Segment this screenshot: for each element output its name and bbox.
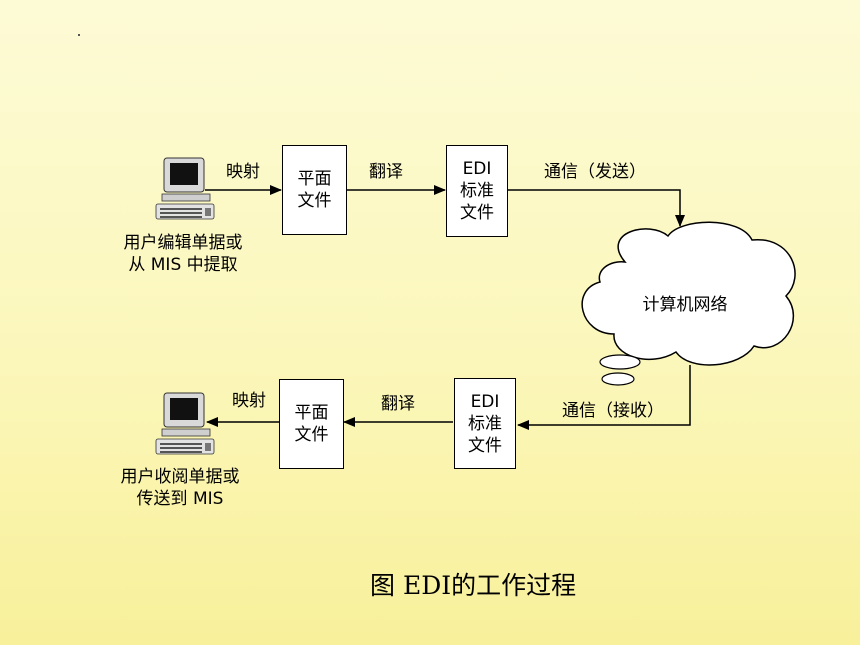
bottom-edi-file-text: EDI 标准 文件 [468,391,502,456]
top-flat-file-text: 平面 文件 [297,169,332,211]
top-flat-file-box: 平面 文件 [282,145,347,235]
source-label: 用户编辑单据或 从 MIS 中提取 [123,233,243,275]
receive-label: 通信（接收） [562,401,664,421]
top-edi-file-text: EDI 标准 文件 [460,159,494,223]
bottom-flat-file-box: 平面 文件 [279,379,344,469]
send-label: 通信（发送） [544,162,646,182]
decor-dot [78,34,80,36]
computer-icon-top [155,157,215,220]
arrow-top-send [508,189,685,227]
top-translate-label: 翻译 [369,162,403,182]
bottom-flat-file-text: 平面 文件 [294,403,329,445]
figure-caption: 图 EDI的工作过程 [370,571,577,600]
arrow-bottom-receive [517,365,691,430]
bottom-edi-file-box: EDI 标准 文件 [454,378,516,469]
bottom-map-label: 映射 [232,391,266,411]
top-map-label: 映射 [226,162,260,182]
cloud-icon [581,221,796,386]
top-edi-file-box: EDI 标准 文件 [446,145,508,237]
dest-label: 用户收阅单据或 传送到 MIS [120,467,240,509]
bottom-translate-label: 翻译 [381,394,415,414]
computer-icon-bottom [155,392,215,455]
network-label: 计算机网络 [642,295,728,315]
